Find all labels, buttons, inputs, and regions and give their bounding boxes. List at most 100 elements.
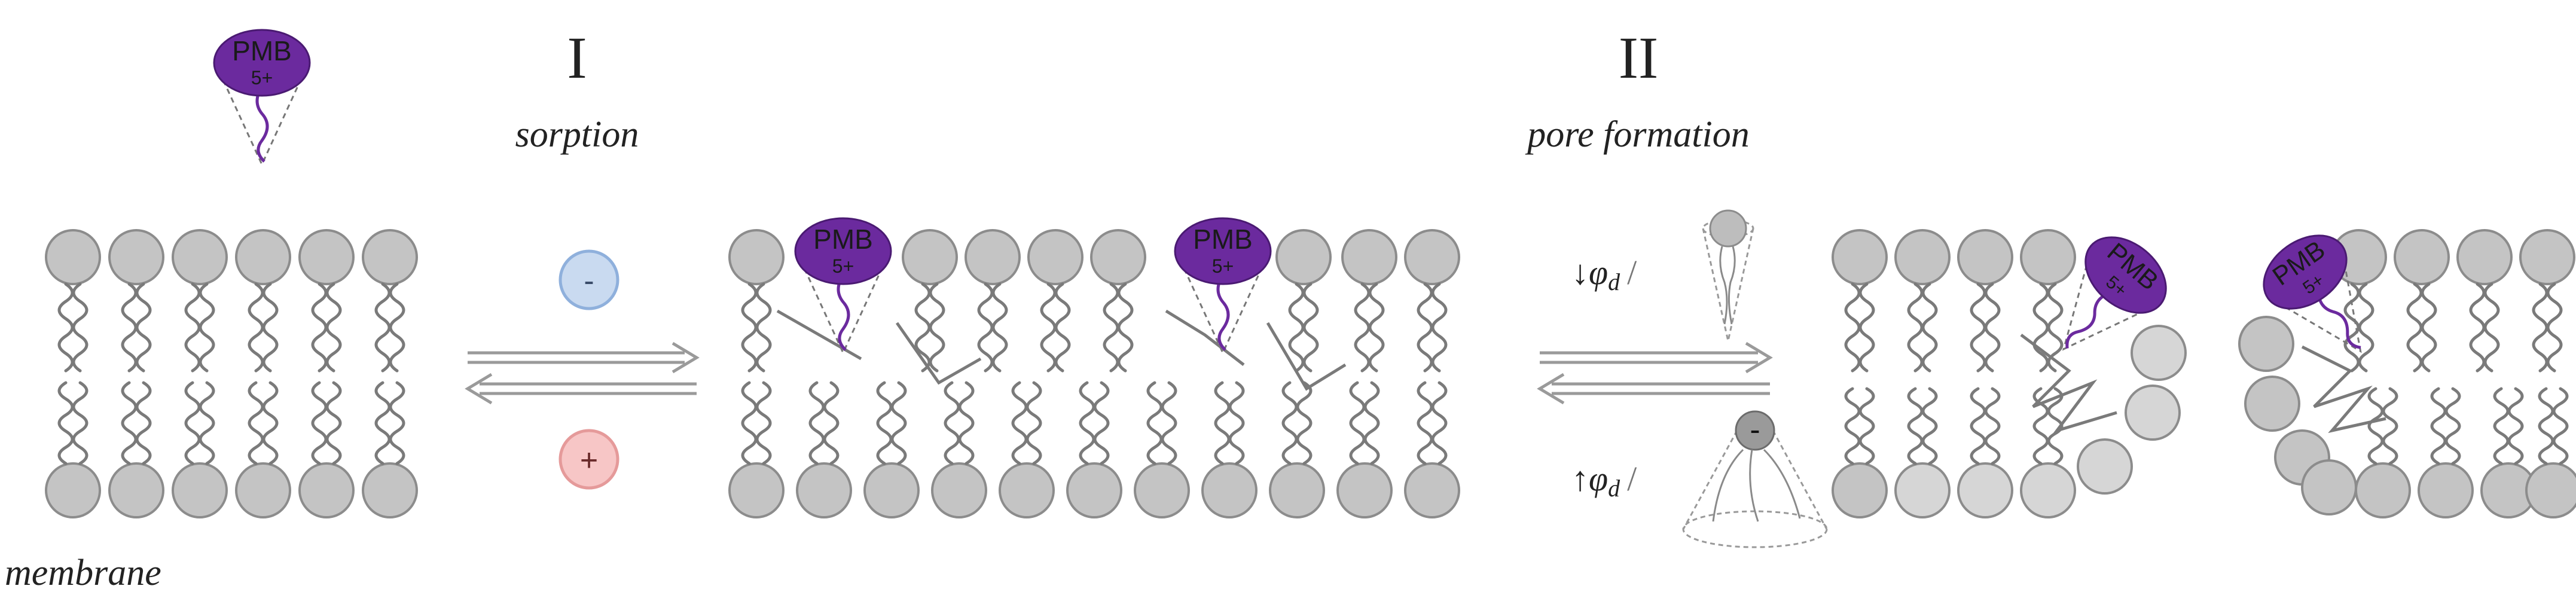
- lipid-tail: [1844, 282, 1861, 373]
- lipid-headgroup: [902, 229, 958, 285]
- lipid-tail-disturbed: [2301, 345, 2386, 434]
- lipid-headgroup: [1957, 229, 2013, 285]
- lipid-tail: [1858, 282, 1875, 373]
- positive-charge-circle: [558, 429, 619, 490]
- lipid-tail: [1117, 282, 1134, 373]
- lipid-tail: [1984, 282, 2001, 373]
- lipid-tail: [1054, 282, 1071, 373]
- phi-down-symbol: ↓φ: [1571, 253, 1608, 292]
- lipid-headgroup: [2125, 385, 2181, 441]
- pmb-cone-outline: [2268, 246, 2362, 353]
- lipid-tail: [389, 282, 405, 373]
- lipid-headgroup: [1275, 229, 1332, 285]
- lipid-tail: [977, 282, 994, 373]
- lipid-tail-disturbed: [776, 309, 862, 361]
- lipid-headgroup: [108, 229, 164, 285]
- lipid-headgroup: [1957, 462, 2013, 518]
- lipid-tail: [2421, 282, 2437, 373]
- lipid-tail: [2358, 282, 2374, 373]
- lipid-headgroup: [999, 462, 1055, 518]
- lipid-tail: [248, 282, 264, 373]
- lipid-tail: [1288, 282, 1305, 373]
- negative-charge-marker: -: [558, 249, 619, 310]
- lipid-headgroup: [1201, 462, 1258, 518]
- lipid-tail: [121, 282, 138, 373]
- lipid-tail: [1844, 387, 1861, 465]
- lipid-tail: [1040, 282, 1057, 373]
- lipid-headgroup: [2077, 438, 2133, 495]
- membrane-label: membrane: [5, 553, 161, 593]
- lipid-tail: [2552, 387, 2569, 465]
- arrow-forward-head: [1745, 341, 1773, 374]
- lipid-headgroup: [235, 462, 291, 518]
- lipid-headgroup: [45, 229, 101, 285]
- lipid-tail: [2538, 387, 2554, 465]
- pmb-headgroup: [2263, 234, 2348, 310]
- lipid-headgroup: [1404, 229, 1460, 285]
- lipid-tail: [311, 381, 328, 465]
- phi-slash: /: [1627, 253, 1637, 292]
- lipid-tail: [1970, 387, 1986, 465]
- phi-slash: /: [1627, 459, 1637, 498]
- membrane-intact: [45, 229, 418, 518]
- lipid-headgroup: [2020, 462, 2076, 518]
- svg-text:↑φd/: ↑φd /: [1571, 459, 1637, 502]
- lipid-tail: [2532, 282, 2548, 373]
- lipid-tail: [1363, 381, 1380, 465]
- lipid-headgroup: [1832, 229, 1888, 285]
- negative-charge-circle: [558, 249, 619, 310]
- lipid-tail: [1907, 282, 1924, 373]
- step-numeral: I: [567, 25, 587, 91]
- lipid-tail: [1161, 381, 1177, 465]
- equilibrium-arrows-step-1: [465, 341, 700, 405]
- pmb-tail: [837, 274, 850, 351]
- lipid-tail: [1921, 387, 1938, 465]
- lipid-headgroup: [2355, 462, 2411, 518]
- phi-up-symbol: ↑φ: [1571, 459, 1608, 498]
- lipid-headgroup: [172, 462, 228, 518]
- lipid-headgroup: [1894, 229, 1951, 285]
- lipid-tail: [1417, 282, 1433, 373]
- lipid-headgroup: [931, 462, 987, 518]
- arrow-reverse-head: [465, 373, 493, 405]
- lipid-tail: [741, 381, 758, 465]
- lipid-headgroup: [2238, 316, 2294, 372]
- lipid-headgroup: [2020, 229, 2076, 285]
- pmb-headgroup: [794, 217, 892, 285]
- lipid-headgroup: [298, 229, 355, 285]
- lipid-headgroup: [2131, 325, 2187, 381]
- lipid-tail: [2493, 387, 2510, 465]
- step-numeral: II: [1619, 25, 1659, 91]
- lipid-tail: [1858, 387, 1875, 465]
- lipid-tail: [1984, 387, 2001, 465]
- lipid-headgroup: [2519, 229, 2575, 285]
- lipid-headgroup: [362, 462, 418, 518]
- lipid-headgroup: [2244, 376, 2300, 432]
- lipid-tail: [184, 381, 201, 465]
- lipid-headgroup: [965, 229, 1021, 285]
- lipid-tail: [890, 381, 907, 465]
- lipid-headgroup: [2456, 229, 2513, 285]
- lipid-headgroup: [45, 462, 101, 518]
- lipid-tail: [1214, 381, 1231, 465]
- step-label: sorption: [515, 114, 639, 155]
- lipid-tail: [389, 381, 405, 465]
- cone-headgroup-icon: [1735, 410, 1775, 451]
- lipid-tail: [2507, 387, 2524, 465]
- lipid-headgroup: [728, 229, 785, 285]
- pmb-name: PMB: [1193, 224, 1253, 255]
- lipid-tail: [184, 282, 201, 373]
- negative-charge-sign: -: [584, 264, 594, 298]
- lipid-tail: [755, 282, 772, 373]
- pmb-headgroup: [213, 29, 311, 97]
- lipid-tail: [57, 381, 74, 465]
- phi-subscript: d: [1608, 475, 1620, 502]
- pmb-charge: 5+: [251, 67, 273, 89]
- lipid-headgroup: [235, 229, 291, 285]
- lipid-tail: [311, 282, 328, 373]
- lipid-headgroup: [2394, 229, 2450, 285]
- lipid-headgroup: [1066, 462, 1122, 518]
- lipid-tail: [1354, 282, 1371, 373]
